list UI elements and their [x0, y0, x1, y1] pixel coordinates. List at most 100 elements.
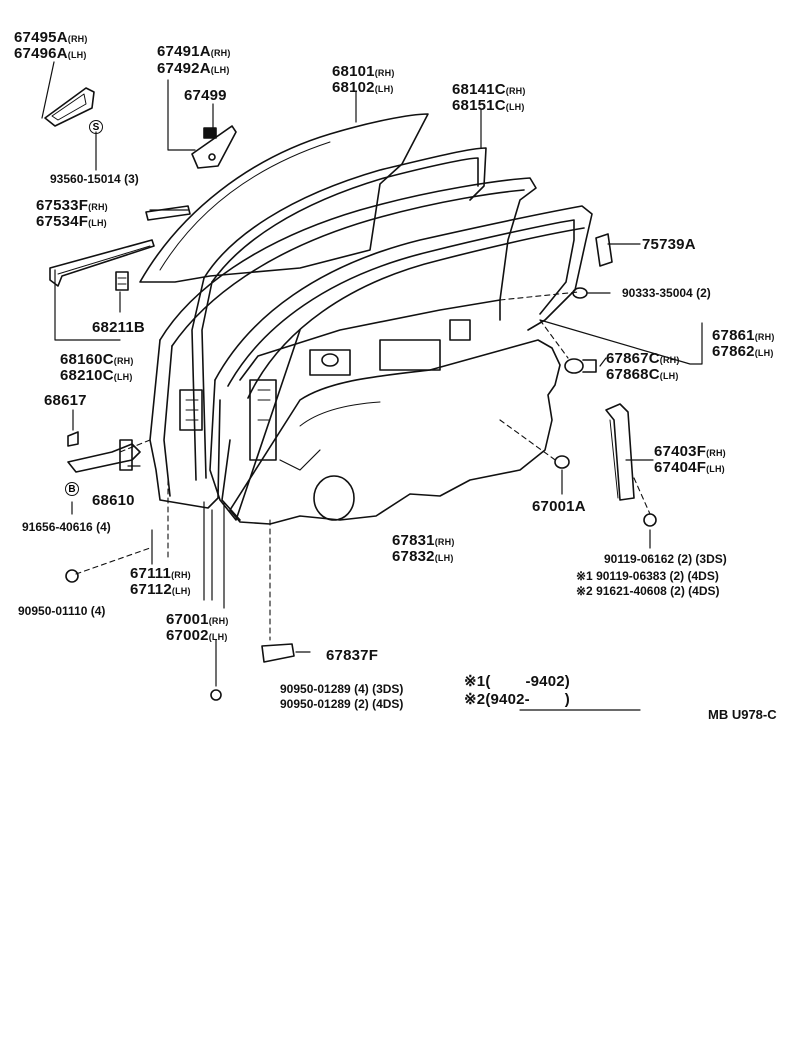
label-91656-40616: 91656-40616 (4) [22, 520, 111, 534]
label-90950-01289-3ds: 90950-01289 (4) (3DS) [280, 682, 404, 696]
side-mark: (LH) [754, 348, 774, 358]
label-67533F: 67533F(RH) [36, 198, 108, 213]
part-number: 68101 [332, 63, 375, 80]
part-number: 67404F [654, 459, 707, 476]
label-68610: 68610 [92, 493, 135, 508]
part-number: 67499 [184, 87, 227, 104]
label-67492A: 67492A(LH) [157, 61, 230, 76]
side-mark: (RH) [171, 570, 191, 580]
label-68102: 68102(LH) [332, 80, 394, 95]
side-mark: (RH) [210, 48, 231, 58]
door-inner-panel-part [210, 206, 592, 520]
side-mark: (RH) [659, 355, 680, 365]
part-number: 67111 [130, 565, 172, 582]
part-number: 67837F [326, 647, 379, 664]
hole-plug-part [573, 288, 587, 298]
label-68211B: 68211B [92, 320, 145, 335]
label-67496A: 67496A(LH) [14, 46, 87, 61]
label-67111: 67111(RH) [130, 566, 191, 581]
label-67403F: 67403F(RH) [654, 444, 726, 459]
note-text: ( -9402) [485, 673, 571, 690]
note-2: ※2(9402- ) [464, 692, 570, 707]
part-number: 67491A [157, 43, 211, 60]
label-67832: 67832(LH) [392, 549, 454, 564]
part-number: 67832 [392, 548, 435, 565]
part-number: 67861 [712, 327, 755, 344]
note-mark: ※2 [464, 691, 486, 708]
leader-lines [42, 62, 702, 710]
note-1: ※1( -9402) [464, 674, 570, 689]
part-number: 68610 [92, 492, 135, 509]
part-number: 68151C [452, 97, 506, 114]
label-67862: 67862(LH) [712, 344, 774, 359]
side-mark: (LH) [113, 372, 133, 382]
side-mark: (RH) [88, 202, 108, 212]
part-number: 68160C [60, 351, 114, 368]
label-68210C: 68210C(LH) [60, 368, 133, 383]
label-68141C: 68141C(RH) [452, 82, 526, 97]
part-number: 68141C [452, 81, 506, 98]
side-mark: (RH) [706, 448, 726, 458]
part-number: 68210C [60, 367, 114, 384]
part-number: 67001A [532, 498, 586, 515]
label-67861: 67861(RH) [712, 328, 775, 343]
side-mark: (RH) [374, 68, 395, 78]
trim-clip-part [565, 359, 596, 373]
label-67001A: 67001A [532, 499, 586, 514]
belt-moulding-part [50, 240, 154, 286]
mirror-cover-part [45, 88, 94, 126]
part-number: 67867C [606, 350, 660, 367]
label-67868C: 67868C(LH) [606, 367, 679, 382]
label-91621-40608: ※2 91621-40608 (2) (4DS) [576, 585, 719, 597]
label-67867C: 67867C(RH) [606, 351, 680, 366]
part-number: 67862 [712, 343, 755, 360]
part-number: 68211B [92, 319, 145, 336]
label-68617: 68617 [44, 393, 87, 408]
part-number: 67495A [14, 29, 68, 46]
side-mark: (RH) [754, 332, 775, 342]
label-68160C: 68160C(RH) [60, 352, 134, 367]
label-67499: 67499 [184, 88, 227, 103]
side-mark: (LH) [88, 218, 107, 228]
label-90119-06383: ※1 90119-06383 (2) (4DS) [576, 570, 719, 582]
bottom-clip-part [262, 644, 294, 662]
part-text: 91621-40608 (2) (4DS) [596, 584, 720, 598]
part-number: 67403F [654, 443, 707, 460]
side-mark: (LH) [171, 586, 191, 596]
label-90950-01110: 90950-01110 (4) [18, 604, 106, 618]
note-text: (9402- ) [485, 691, 571, 708]
side-mark: (LH) [505, 102, 525, 112]
label-68151C: 68151C(LH) [452, 98, 525, 113]
part-number: 68617 [44, 392, 87, 409]
part-number: 68102 [332, 79, 375, 96]
side-mark: (RH) [67, 34, 88, 44]
side-mark: (RH) [434, 537, 455, 547]
part-number: 67534F [36, 213, 89, 230]
dashed-lines [76, 292, 650, 640]
part-number: 67492A [157, 60, 211, 77]
door-trim-board-part [230, 340, 560, 524]
label-67495A: 67495A(RH) [14, 30, 88, 45]
side-mark: (LH) [210, 65, 230, 75]
door-weatherstrip-part [222, 228, 584, 520]
label-67001: 67001(RH) [166, 612, 229, 627]
part-number: 75739A [642, 236, 696, 253]
label-67002: 67002(LH) [166, 628, 228, 643]
side-mark: (LH) [208, 632, 228, 642]
label-90119-06162: 90119-06162 (2) (3DS) [604, 552, 727, 566]
label-75739A: 75739A [642, 237, 696, 252]
note-mark: ※2 [576, 584, 593, 598]
side-mark: (LH) [374, 84, 394, 94]
rear-clip-part [596, 234, 612, 266]
side-mark: (LH) [434, 553, 454, 563]
side-mark: (LH) [67, 50, 87, 60]
door-check-part [66, 432, 221, 700]
label-90333-35004: 90333-35004 (2) [622, 286, 711, 300]
diagram-reference-code: MB U978-C [708, 707, 777, 722]
label-67534F: 67534F(LH) [36, 214, 107, 229]
side-mark: (LH) [659, 371, 679, 381]
part-number: 67868C [606, 366, 660, 383]
part-number: 67496A [14, 45, 68, 62]
